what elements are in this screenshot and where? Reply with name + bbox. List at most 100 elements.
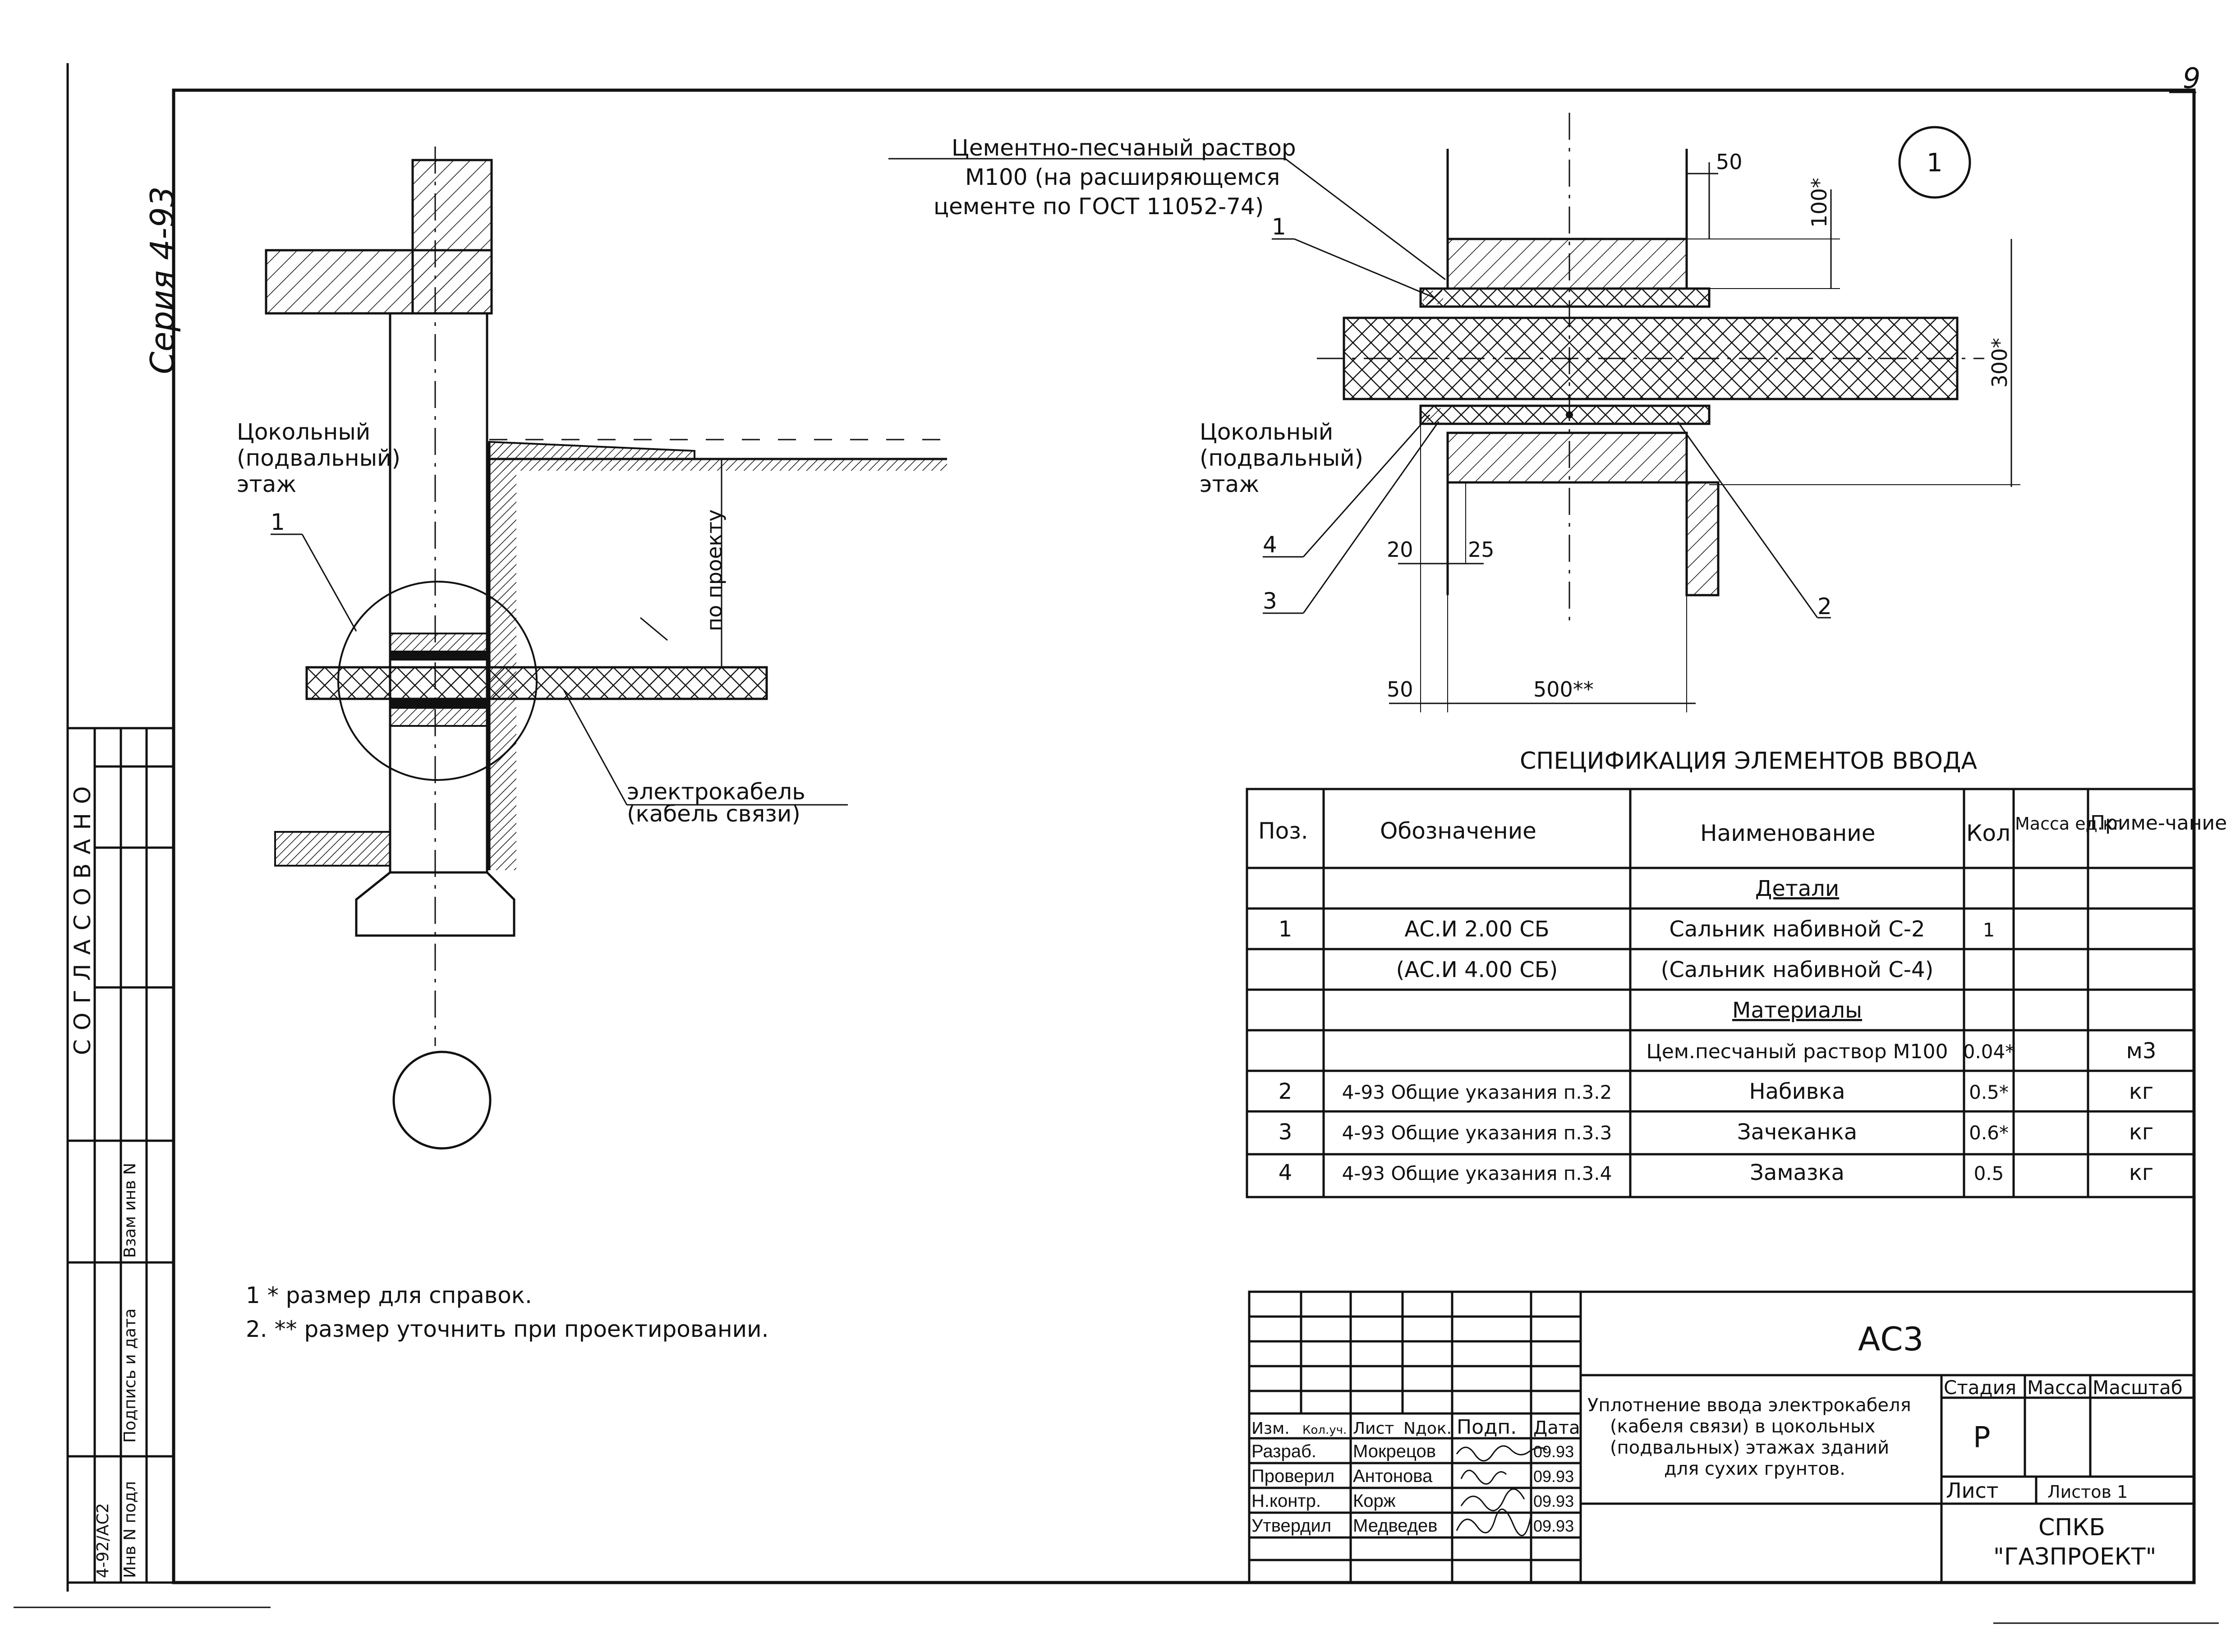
spec-table-rows: Детали 1 АС.И 2.00 СБ Сальник набивной С-2 1…: [1279, 876, 2157, 1185]
spec-cell-pos: 3: [1279, 1120, 1292, 1145]
mortar-note-line2: М100 (на расширяющемся: [965, 164, 1280, 190]
detail-callout-1: 1: [1272, 214, 1286, 240]
tb-head-count: Кол.уч.: [1302, 1423, 1347, 1437]
page-number: 9: [2183, 62, 2200, 95]
dim-300: 300*: [1987, 338, 2012, 388]
spec-cell-pos: 2: [1279, 1079, 1292, 1104]
cable-label-line1: электрокабель: [627, 779, 805, 805]
spec-cell-qty: 1: [1983, 919, 1995, 941]
col-head-designation: Обозначение: [1380, 818, 1536, 844]
spec-cell-name: (Сальник набивной С-4): [1661, 957, 1934, 982]
section-floor-label-line1: Цокольный: [237, 419, 370, 445]
field-sign-date: Подпись и дата: [121, 1308, 139, 1443]
dim-20: 20: [1387, 537, 1413, 562]
spec-cell-designation: 4-93 Общие указания п.3.3: [1342, 1122, 1612, 1144]
spec-cell-name: Детали: [1755, 876, 1839, 901]
dim-50-bottom: 50: [1387, 677, 1413, 702]
tb-scale-head: Масштаб: [2093, 1377, 2183, 1399]
col-head-mass: Масса ед.кг: [2015, 814, 2122, 834]
spec-cell-note: кг: [2129, 1079, 2153, 1104]
col-head-pos: Поз.: [1258, 818, 1308, 844]
approval-label: СОГЛАСОВАНО: [69, 777, 96, 1055]
field-orig-inv: Инв N подл: [121, 1481, 139, 1578]
spec-cell-qty: 0.04*: [1963, 1041, 2015, 1063]
tb-person-date: 09.93: [1533, 1517, 1574, 1535]
tb-sheets-total: Листов 1: [2047, 1482, 2128, 1502]
tb-org-line1: СПКБ: [2038, 1514, 2105, 1541]
tb-person-role: Проверил: [1251, 1466, 1334, 1486]
tb-person-name: Мокрецов: [1353, 1441, 1436, 1461]
spec-cell-designation: АС.И 2.00 СБ: [1404, 917, 1549, 942]
dim-25: 25: [1468, 537, 1495, 562]
tb-person-role: Н.контр.: [1251, 1491, 1321, 1511]
tb-desc-line4: для сухих грунтов.: [1664, 1459, 1845, 1479]
approval-strip: [66, 727, 175, 1584]
tb-sheet-label: Лист: [1946, 1478, 1999, 1503]
col-head-name: Наименование: [1700, 820, 1876, 846]
note-1: 1 * размер для справок.: [246, 1282, 532, 1308]
spec-table-header: Поз. Обозначение Наименование Кол Масса …: [1258, 812, 2227, 846]
cable-label-line2: (кабель связи): [627, 801, 800, 827]
tb-mass-head: Масса: [2027, 1377, 2088, 1399]
signatures: [1456, 1445, 1547, 1537]
section-view: [265, 147, 947, 1150]
spec-cell-designation: (АС.И 4.00 СБ): [1396, 957, 1558, 982]
spec-cell-name: Замазка: [1750, 1160, 1844, 1185]
spec-cell-pos: 4: [1279, 1160, 1292, 1185]
spec-table-grid: [1246, 788, 2195, 1198]
col-head-qty: Кол: [1966, 820, 2010, 846]
spec-cell-name: Зачеканка: [1737, 1120, 1857, 1145]
spec-cell-name: Набивка: [1749, 1079, 1845, 1104]
tb-head-date: Дата: [1533, 1418, 1580, 1438]
spec-cell-name: Сальник набивной С-2: [1669, 917, 1925, 942]
tb-org-line2: "ГАЗПРОЕКТ": [1993, 1543, 2156, 1570]
tb-person-role: Разраб.: [1251, 1441, 1316, 1461]
dim-100: 100*: [1807, 178, 1831, 228]
mortar-note-line1: Цементно-песчаный раствор: [952, 135, 1296, 161]
tb-head-change: Изм.: [1251, 1419, 1290, 1438]
tb-head-sign: Подп.: [1457, 1416, 1517, 1439]
tb-head-doc: Nдок.: [1403, 1419, 1452, 1438]
section-callout-1: 1: [271, 509, 285, 535]
tb-stage: Р: [1973, 1421, 1991, 1455]
spec-cell-name: Материалы: [1732, 998, 1862, 1023]
spec-cell-qty: 0.5: [1974, 1162, 2004, 1184]
col-head-note: Приме-чание: [2090, 812, 2227, 835]
spec-cell-designation: 4-93 Общие указания п.3.4: [1342, 1162, 1612, 1184]
tb-person-role: Утвердил: [1251, 1516, 1331, 1536]
note-2: 2. ** размер уточнить при проектировании…: [246, 1316, 769, 1342]
spec-cell-name: Цем.песчаный раствор М100: [1647, 1040, 1948, 1063]
spec-cell-note: кг: [2129, 1120, 2153, 1145]
spec-table-title: СПЕЦИФИКАЦИЯ ЭЛЕМЕНТОВ ВВОДА: [1520, 748, 1978, 775]
tb-person-date: 09.93: [1533, 1492, 1574, 1510]
spec-cell-designation: 4-93 Общие указания п.3.2: [1342, 1081, 1612, 1103]
by-project-label: по проекту: [702, 509, 727, 631]
spec-cell-qty: 0.5*: [1969, 1081, 2009, 1103]
tb-person-date: 09.93: [1533, 1442, 1574, 1461]
tb-person-date: 09.93: [1533, 1467, 1574, 1486]
dim-500: 500**: [1533, 677, 1594, 702]
spec-cell-pos: 1: [1279, 917, 1292, 942]
title-block-grid: [1248, 1290, 2195, 1584]
tb-head-sheet: Лист: [1353, 1419, 1394, 1438]
title-block-col-heads: Изм. Кол.уч. Лист Nдок. Подп. Дата: [1251, 1416, 1580, 1439]
spec-cell-note: кг: [2129, 1160, 2153, 1185]
tb-person-name: Медведев: [1353, 1516, 1437, 1536]
spec-cell-note: м3: [2126, 1038, 2157, 1064]
detail-callout-3: 3: [1263, 588, 1277, 614]
tb-code: АС3: [1858, 1320, 1923, 1358]
field-replace-inv: Взам инв N: [121, 1163, 139, 1258]
dim-50-top: 50: [1716, 150, 1743, 174]
detail-view: [888, 113, 2020, 712]
tb-person-name: Корж: [1353, 1491, 1396, 1511]
tb-desc-line1: Уплотнение ввода электрокабеля: [1587, 1395, 1911, 1416]
tb-stage-head: Стадия: [1944, 1377, 2016, 1399]
mortar-note-line3: цементе по ГОСТ 11052-74): [934, 193, 1264, 220]
archive-number: 4-92/АС2: [94, 1503, 112, 1579]
detail-floor-label-line1: Цокольный: [1200, 419, 1333, 445]
tb-person-name: Антонова: [1353, 1466, 1433, 1486]
tb-desc-line3: (подвальных) этажах зданий: [1610, 1437, 1889, 1458]
detail-callout-2: 2: [1817, 593, 1832, 620]
